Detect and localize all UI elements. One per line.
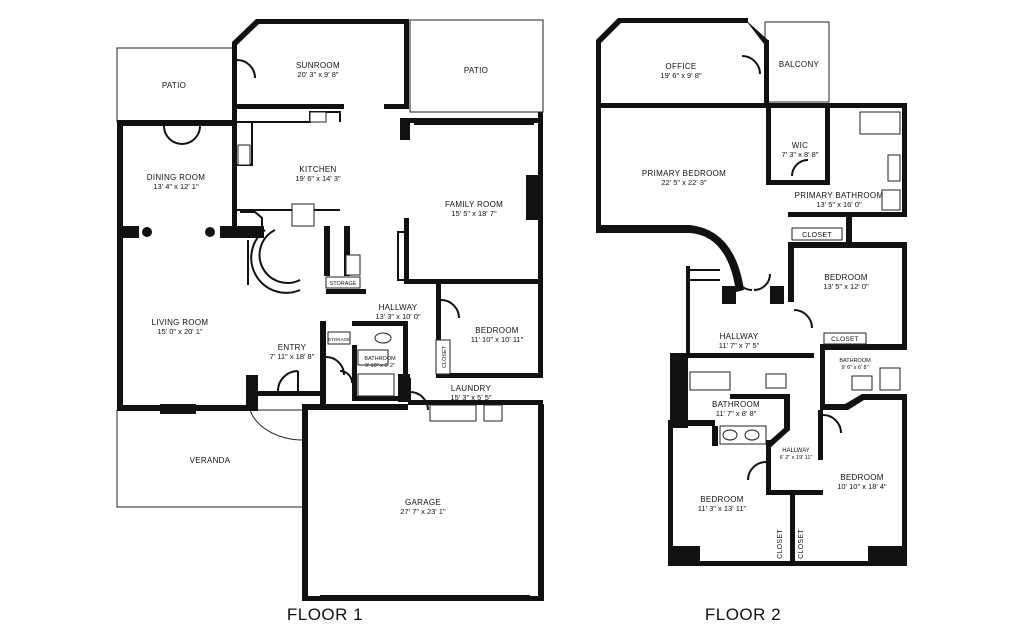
room-patio-left-name: PATIO — [162, 81, 186, 90]
room-primary-bedroom-dims: 22' 5" x 22' 3" — [661, 178, 707, 187]
room-bedroom-3-name: BEDROOM — [840, 473, 883, 482]
room-office-dims: 19' 6" x 9' 8" — [660, 71, 701, 80]
room-patio-right-name: PATIO — [464, 66, 488, 75]
room-primary-bathroom-name: PRIMARY BATHROOM — [795, 191, 884, 200]
room-bathroom-3-name: BATHROOM — [839, 358, 871, 364]
room-dining-dims: 13' 4" x 12' 1" — [153, 182, 199, 191]
floor-1-title: FLOOR 1 — [287, 605, 363, 624]
room-closet-5-name: CLOSET — [798, 529, 805, 559]
room-primary-bathroom-dims: 13' 5" x 16' 0" — [816, 200, 862, 209]
room-hallway-1-dims: 13' 3" x 10' 0" — [375, 312, 421, 321]
room-balcony-name: BALCONY — [779, 60, 820, 69]
room-living-dims: 15' 0" x 20' 1" — [157, 327, 203, 336]
room-kitchen-name: KITCHEN — [299, 165, 336, 174]
room-storage-1-name: STORAGE — [330, 281, 357, 287]
veranda-arc — [249, 409, 304, 441]
room-bedroom-2-name: BEDROOM — [824, 273, 867, 282]
room-family-name: FAMILY ROOM — [445, 200, 503, 209]
room-family-dims: 15' 5" x 18' 7" — [451, 209, 497, 218]
room-bedroom-4-dims: 11' 3" x 13' 11" — [698, 504, 747, 513]
room-bedroom-1-name: BEDROOM — [475, 326, 518, 335]
room-bathroom-2-name: BATHROOM — [712, 400, 760, 409]
room-office-name: OFFICE — [665, 62, 696, 71]
room-closet-2-name: CLOSET — [802, 232, 832, 239]
room-entry-name: ENTRY — [278, 343, 307, 352]
floor-1-fixtures — [163, 59, 534, 597]
room-sunroom-name: SUNROOM — [296, 61, 340, 70]
room-veranda-name: VERANDA — [190, 456, 231, 465]
room-bedroom-1-dims: 11' 10" x 10' 11" — [471, 335, 524, 344]
room-storage-2-name: STORAGE — [328, 337, 350, 342]
room-hallway-2-dims: 11' 7" x 7' 5" — [719, 341, 760, 350]
room-closet-1-name: CLOSET — [442, 345, 448, 368]
floor-2-title: FLOOR 2 — [705, 605, 781, 624]
room-laundry-dims: 15' 3" x 5' 5" — [450, 393, 491, 402]
floor-2-fixtures — [686, 55, 901, 481]
room-bathroom-2-dims: 11' 7" x 8' 8" — [716, 409, 757, 418]
room-hallway-3-name: HALLWAY — [782, 448, 810, 454]
room-living-name: LIVING ROOM — [152, 318, 209, 327]
room-laundry-name: LAUNDRY — [451, 384, 492, 393]
room-hallway-3-dims: 6' 2" x 19' 11" — [780, 455, 813, 461]
room-bathroom-1-dims: 9' 10" x 6' 2" — [365, 363, 395, 369]
room-wic-name: WIC — [792, 141, 808, 150]
patio-right-outline — [409, 19, 544, 113]
floor-2 — [596, 18, 907, 566]
room-primary-bedroom-name: PRIMARY BEDROOM — [642, 169, 726, 178]
room-entry-dims: 7' 11" x 18' 8" — [270, 352, 315, 361]
floor-2-walls — [596, 18, 907, 566]
room-bedroom-2-dims: 13' 5" x 12' 0" — [823, 282, 869, 291]
room-bedroom-4-name: BEDROOM — [700, 495, 743, 504]
room-bathroom-1-name: BATHROOM — [364, 356, 396, 362]
room-hallway-1-name: HALLWAY — [379, 303, 418, 312]
room-kitchen-dims: 19' 6" x 14' 3" — [295, 174, 341, 183]
room-dining-name: DINING ROOM — [147, 173, 205, 182]
room-bathroom-3-dims: 9' 6" x 6' 8" — [841, 365, 868, 371]
room-wic-dims: 7' 3" x 8' 8" — [782, 150, 819, 159]
room-labels: SUNROOM 20' 3" x 9' 8" PATIO PATIO DININ… — [147, 60, 887, 624]
room-garage-name: GARAGE — [405, 498, 441, 507]
room-hallway-2-name: HALLWAY — [720, 332, 759, 341]
floor-1 — [116, 19, 544, 601]
room-closet-4-name: CLOSET — [777, 529, 784, 559]
room-sunroom-dims: 20' 3" x 9' 8" — [297, 70, 338, 79]
room-bedroom-3-dims: 10' 10" x 18' 4" — [837, 482, 887, 491]
room-garage-dims: 27' 7" x 23' 1" — [400, 507, 446, 516]
floor-1-walls — [117, 19, 544, 601]
room-closet-3-name: CLOSET — [831, 336, 859, 343]
